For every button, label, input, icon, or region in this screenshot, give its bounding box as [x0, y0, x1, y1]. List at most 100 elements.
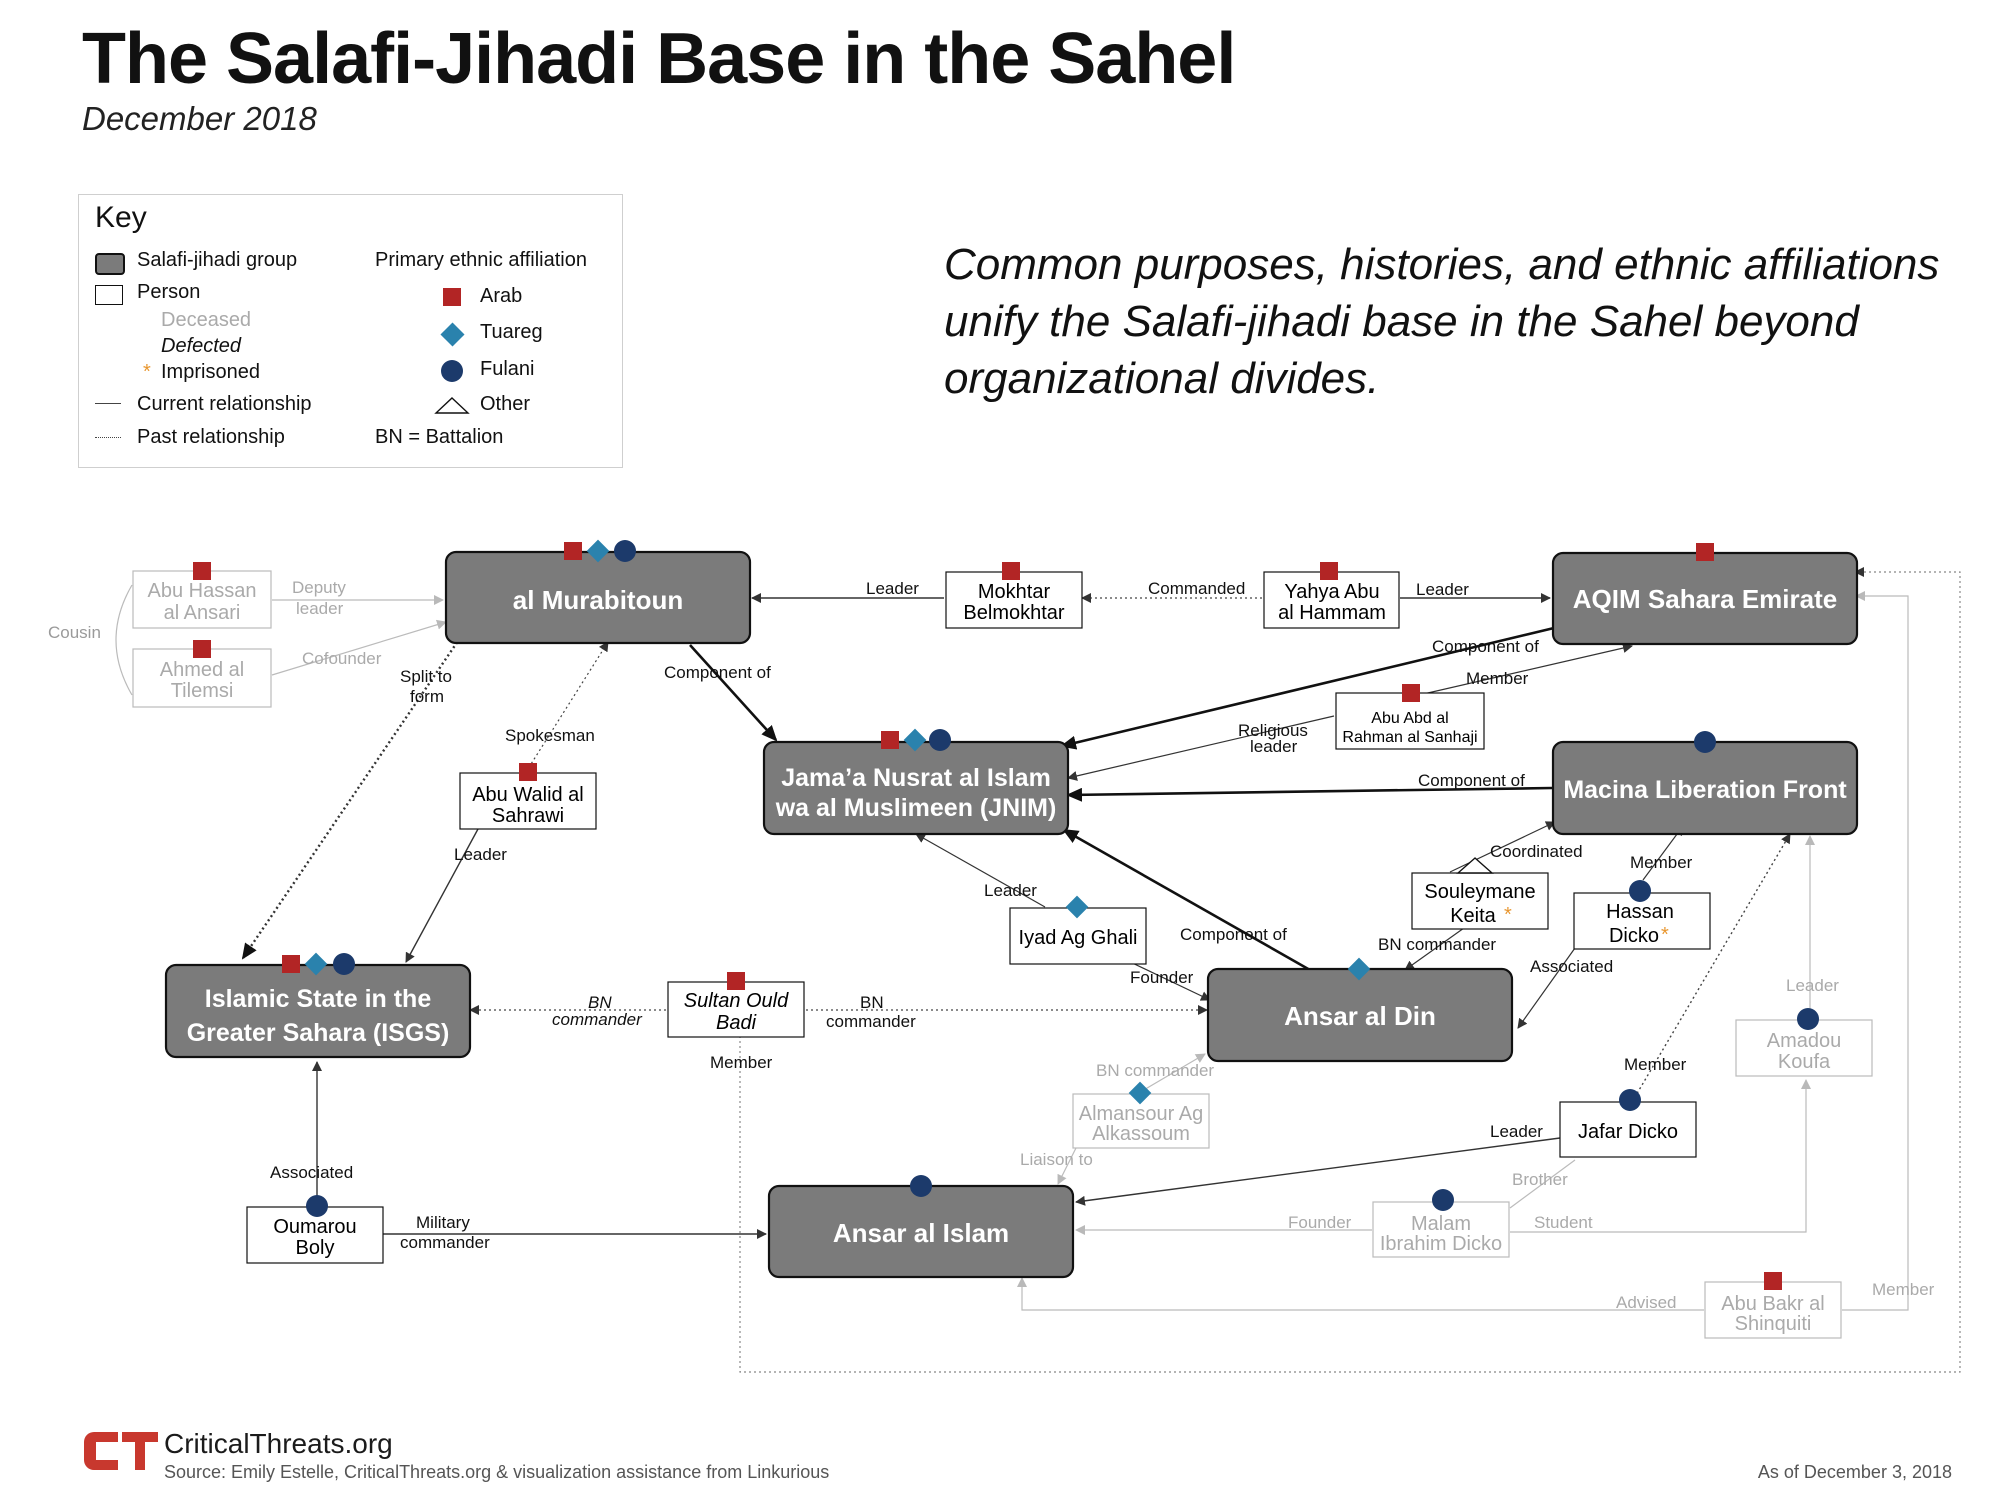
person-souleymane[interactable]: Souleymane Keita *	[1411, 872, 1549, 930]
person-yahya-name-1: Yahya Abu	[1284, 581, 1379, 603]
arab-icon	[1764, 1272, 1782, 1290]
label-leader-murabitoun: Leader	[866, 579, 919, 598]
person-oumarou[interactable]: Oumarou Boly	[246, 1206, 384, 1264]
person-jafar[interactable]: Jafar Dicko	[1559, 1101, 1697, 1158]
tuareg-icon	[1065, 895, 1089, 919]
person-abu-bakr[interactable]: Abu Bakr al Shinquiti	[1704, 1281, 1842, 1339]
person-abu-walid-name-1: Abu Walid al	[472, 784, 584, 806]
person-hassan-name-2: Dicko	[1609, 925, 1659, 947]
label-leader-amadou: Leader	[1786, 976, 1839, 995]
label-member-abubakr: Member	[1872, 1280, 1935, 1299]
label-founder-malam: Founder	[1288, 1213, 1352, 1232]
person-souleymane-name-2: Keita	[1450, 905, 1496, 927]
person-mokhtar-name-2: Belmokhtar	[963, 602, 1064, 624]
person-mokhtar[interactable]: Mokhtar Belmokhtar	[945, 571, 1083, 629]
person-souleymane-name-1: Souleymane	[1424, 881, 1535, 903]
label-military-2: commander	[400, 1233, 490, 1252]
arab-icon	[1402, 684, 1420, 702]
label-religious-1: Religious	[1238, 721, 1308, 740]
legend-person-label: Person	[137, 281, 201, 303]
person-amadou-name-2: Koufa	[1778, 1051, 1831, 1073]
group-jnim[interactable]: Jama’a Nusrat al Islam wa al Muslimeen (…	[762, 740, 1070, 836]
label-brother: Brother	[1512, 1170, 1568, 1189]
person-yahya-name-2: al Hammam	[1278, 602, 1386, 624]
label-bn-isgs-2: commander	[552, 1010, 643, 1029]
label-bn-commander-almansour: BN commander	[1096, 1061, 1214, 1080]
arab-icon	[1696, 543, 1714, 561]
ethnic-markers	[193, 539, 1819, 1290]
footer-source: Source: Emily Estelle, CriticalThreats.o…	[164, 1462, 830, 1482]
edge-sultan-aqim-member	[739, 567, 1961, 1373]
label-liaison: Liaison to	[1020, 1150, 1093, 1169]
person-ahmed-name-1: Ahmed al	[160, 659, 245, 681]
person-sultan[interactable]: Sultan Ould Badi	[667, 981, 805, 1038]
person-souleymane-imprisoned-mark: *	[1504, 904, 1512, 926]
criticalthreats-logo-icon	[84, 1432, 158, 1470]
tagline: Common purposes, histories, and ethnic a…	[944, 240, 1940, 403]
person-amadou[interactable]: Amadou Koufa	[1735, 1019, 1873, 1077]
page-title: The Salafi-Jihadi Base in the Sahel	[82, 19, 1236, 99]
legend-tuareg: Tuareg	[480, 321, 543, 343]
group-macina[interactable]: Macina Liberation Front	[1551, 740, 1859, 836]
person-almansour-name-2: Alkassoum	[1092, 1123, 1190, 1145]
person-malam-name-2: Ibrahim Dicko	[1380, 1233, 1502, 1255]
tuareg-icon	[1128, 1081, 1152, 1105]
group-ansar-al-islam[interactable]: Ansar al Islam	[767, 1184, 1075, 1279]
person-amadou-name-1: Amadou	[1767, 1030, 1842, 1052]
fulani-icon	[441, 360, 463, 382]
arab-icon	[193, 640, 211, 658]
group-ansar-al-din-label: Ansar al Din	[1284, 1001, 1436, 1031]
edge-jafar-macina	[1631, 833, 1791, 1103]
legend-past-line	[95, 437, 121, 438]
label-component-murabitoun: Component of	[664, 663, 771, 682]
legend-group-swatch	[95, 253, 125, 275]
arab-icon	[1320, 562, 1338, 580]
person-abu-hassan[interactable]: Abu Hassan al Ansari	[132, 570, 272, 629]
label-religious-2: leader	[1250, 737, 1298, 756]
edge-cousin	[115, 584, 133, 696]
group-isgs[interactable]: Islamic State in the Greater Sahara (ISG…	[164, 963, 472, 1059]
legend-group-label: Salafi-jihadi group	[137, 249, 298, 271]
person-abu-abd[interactable]: Abu Abd al Rahman al Sanhaji	[1335, 692, 1485, 750]
edge-murabitoun-isgs	[241, 637, 461, 960]
fulani-icon	[1432, 1189, 1454, 1211]
person-malam[interactable]: Malam Ibrahim Dicko	[1372, 1201, 1510, 1258]
legend-person-swatch	[95, 285, 123, 305]
tuareg-icon	[586, 539, 610, 563]
person-hassan[interactable]: Hassan Dicko *	[1573, 892, 1711, 950]
person-abu-abd-name-2: Rahman al Sanhaji	[1342, 729, 1477, 746]
edge-ansardin-jnim	[1062, 828, 1311, 972]
fulani-icon	[1629, 880, 1651, 902]
legend-arab: Arab	[480, 285, 523, 307]
label-military-1: Military	[416, 1213, 470, 1232]
person-yahya[interactable]: Yahya Abu al Hammam	[1263, 571, 1400, 629]
edge-abubakr-aqim	[1842, 591, 1909, 1311]
person-abu-walid[interactable]: Abu Walid al Sahrawi	[459, 772, 597, 830]
other-icon	[434, 397, 470, 414]
label-split-1: Split to	[400, 667, 452, 686]
label-advised: Advised	[1616, 1293, 1676, 1312]
person-ahmed[interactable]: Ahmed al Tilemsi	[132, 648, 272, 708]
label-leader-jafar: Leader	[1490, 1122, 1543, 1141]
fulani-icon	[1797, 1008, 1819, 1030]
person-oumarou-name-1: Oumarou	[273, 1216, 356, 1238]
group-macina-label: Macina Liberation Front	[1563, 776, 1847, 804]
group-ansar-al-islam-label: Ansar al Islam	[833, 1218, 1009, 1248]
person-abu-abd-name-1: Abu Abd al	[1371, 710, 1448, 727]
label-commanded: Commanded	[1148, 579, 1245, 598]
group-aqim[interactable]: AQIM Sahara Emirate	[1551, 551, 1859, 646]
legend-imprisoned: Imprisoned	[161, 361, 260, 383]
label-deputy-2: leader	[296, 599, 344, 618]
group-ansar-al-din[interactable]: Ansar al Din	[1206, 967, 1514, 1063]
label-bn-isgs-1: BN	[588, 993, 612, 1012]
person-sultan-name-1: Sultan Ould	[684, 990, 789, 1012]
person-abu-hassan-name-1: Abu Hassan	[148, 580, 257, 602]
label-cousin: Cousin	[48, 623, 101, 642]
label-associated-hassan: Associated	[1530, 957, 1613, 976]
label-component-aqim: Component of	[1432, 637, 1539, 656]
edge-malam-amadou	[1510, 1079, 1811, 1233]
label-member-jafar: Member	[1624, 1055, 1687, 1074]
group-murabitoun[interactable]: al Murabitoun	[444, 550, 752, 645]
fulani-icon	[306, 1195, 328, 1217]
tuareg-icon	[903, 728, 927, 752]
